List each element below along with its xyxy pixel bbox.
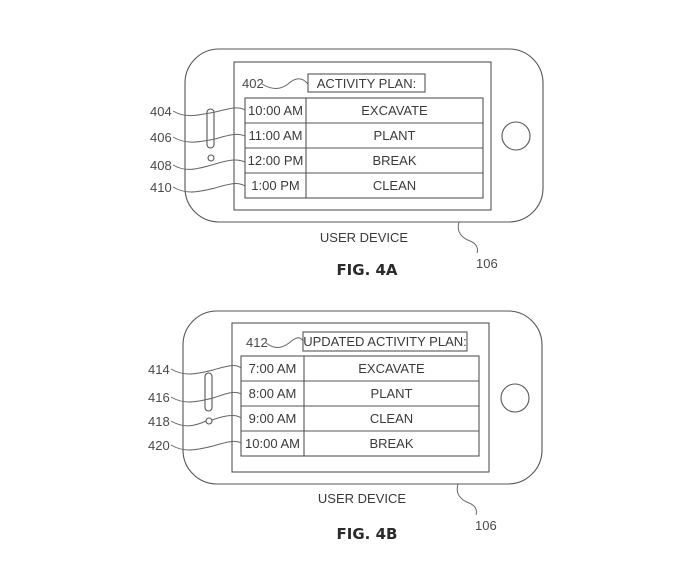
time-cell: 9:00 AM bbox=[249, 411, 297, 426]
home-button-icon bbox=[500, 383, 530, 413]
table-row: 10:00 AM EXCAVATE bbox=[248, 103, 428, 118]
device-ref-leader-line bbox=[457, 221, 478, 254]
table-row: 8:00 AM PLANT bbox=[249, 386, 413, 401]
activity-cell: PLANT bbox=[371, 386, 413, 401]
row-leader-line bbox=[170, 440, 242, 451]
time-cell: 10:00 AM bbox=[248, 103, 303, 118]
plan-title: ACTIVITY PLAN: bbox=[317, 76, 416, 91]
device-screen bbox=[233, 61, 492, 211]
figure-4a: 402 ACTIVITY PLAN: 10:00 AM EXCAVATE 11:… bbox=[150, 48, 544, 279]
table-row: 11:00 AM PLANT bbox=[249, 128, 416, 143]
plan-title: UPDATED ACTIVITY PLAN: bbox=[303, 334, 467, 349]
title-box bbox=[302, 331, 468, 352]
activity-cell: PLANT bbox=[374, 128, 416, 143]
row-leader-line bbox=[170, 415, 242, 427]
figure-caption: FIG. 4B bbox=[337, 525, 398, 543]
table-row: 9:00 AM CLEAN bbox=[249, 411, 414, 426]
row-leader-line bbox=[172, 183, 246, 193]
row-ref-label: 410 bbox=[150, 180, 172, 195]
time-cell: 8:00 AM bbox=[249, 386, 297, 401]
title-leader-line bbox=[261, 78, 309, 89]
home-button-icon bbox=[501, 121, 531, 151]
device-ref-label: 106 bbox=[476, 256, 498, 271]
row-leader-line bbox=[172, 159, 246, 170]
activity-cell: CLEAN bbox=[370, 411, 413, 426]
time-cell: 12:00 PM bbox=[248, 153, 304, 168]
device-body bbox=[184, 48, 544, 223]
device-ref-label: 106 bbox=[475, 518, 497, 533]
table-row: 12:00 PM BREAK bbox=[248, 153, 417, 168]
row-ref-label: 420 bbox=[148, 438, 170, 453]
device-body bbox=[182, 310, 543, 485]
figure-caption: FIG. 4A bbox=[336, 261, 397, 279]
row-leader-line bbox=[172, 133, 246, 143]
time-cell: 11:00 AM bbox=[249, 128, 303, 143]
camera-icon bbox=[205, 417, 213, 425]
title-ref-label: 402 bbox=[242, 76, 264, 91]
activity-table: 10:00 AM EXCAVATE 11:00 AM PLANT 12:00 P… bbox=[244, 97, 484, 199]
row-ref-label: 404 bbox=[150, 104, 172, 119]
speaker-slot-icon bbox=[204, 372, 213, 412]
row-leader-line bbox=[170, 365, 242, 375]
table-row: 7:00 AM EXCAVATE bbox=[249, 361, 425, 376]
table-row: 1:00 PM CLEAN bbox=[251, 178, 416, 193]
activity-cell: CLEAN bbox=[373, 178, 416, 193]
activity-table: 7:00 AM EXCAVATE 8:00 AM PLANT 9:00 AM C… bbox=[240, 355, 480, 457]
device-ref-leader-line bbox=[456, 483, 477, 516]
row-ref-label: 416 bbox=[148, 390, 170, 405]
camera-icon bbox=[207, 154, 215, 162]
device-screen bbox=[231, 322, 490, 473]
speaker-slot-icon bbox=[206, 108, 215, 149]
activity-cell: EXCAVATE bbox=[361, 103, 428, 118]
title-ref-label: 412 bbox=[246, 335, 268, 350]
device-label: USER DEVICE bbox=[320, 230, 408, 245]
row-ref-label: 418 bbox=[148, 414, 170, 429]
activity-cell: BREAK bbox=[372, 153, 416, 168]
time-cell: 7:00 AM bbox=[249, 361, 297, 376]
title-leader-line bbox=[265, 337, 304, 348]
device-label: USER DEVICE bbox=[318, 491, 406, 506]
time-cell: 10:00 AM bbox=[245, 436, 300, 451]
row-ref-label: 408 bbox=[150, 158, 172, 173]
activity-cell: BREAK bbox=[369, 436, 413, 451]
row-leader-line bbox=[170, 391, 242, 403]
table-row: 10:00 AM BREAK bbox=[245, 436, 414, 451]
time-cell: 1:00 PM bbox=[251, 178, 299, 193]
title-box bbox=[307, 73, 426, 93]
row-ref-label: 414 bbox=[148, 362, 170, 377]
row-leader-line bbox=[172, 107, 246, 117]
figure-4b: 412 UPDATED ACTIVITY PLAN: 7:00 AM EXCAV… bbox=[148, 310, 543, 543]
row-ref-label: 406 bbox=[150, 130, 172, 145]
activity-cell: EXCAVATE bbox=[358, 361, 425, 376]
